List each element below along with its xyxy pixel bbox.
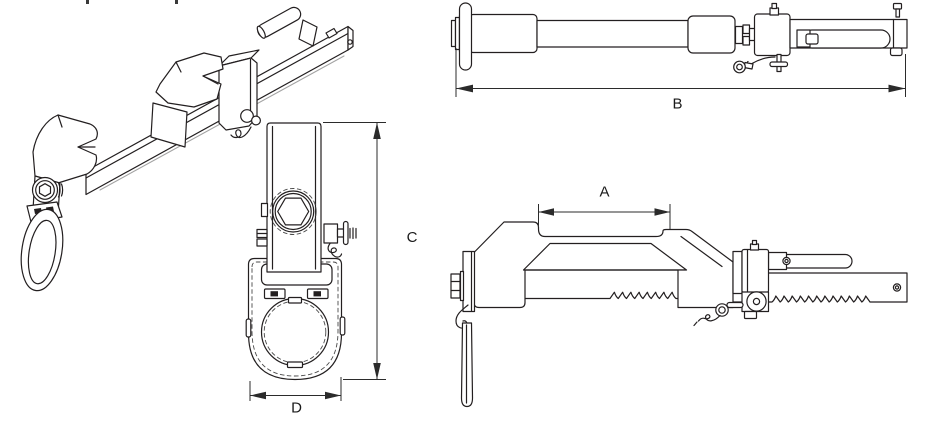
end-view: C D	[245, 122, 418, 417]
handle-rod	[256, 6, 338, 47]
adjuster-block	[741, 239, 770, 294]
ratchet-pawl	[741, 291, 770, 320]
side-view-drawing	[450, 221, 908, 408]
dimension-d: D	[249, 377, 342, 417]
beam-tube	[85, 25, 354, 196]
cropped-text-artifact	[86, 0, 178, 4]
dimension-b: B	[455, 48, 906, 113]
dimension-label-a: A	[599, 184, 609, 201]
dimension-a: A	[538, 184, 671, 229]
end-view-drawing	[245, 122, 357, 381]
hex-bolt	[31, 176, 64, 204]
wear-markers	[263, 288, 329, 300]
dimension-label-c: C	[407, 229, 418, 246]
hanging-pin	[455, 304, 474, 408]
isometric-view	[20, 6, 354, 292]
handle-rod-top	[796, 29, 891, 49]
dimension-c: C	[323, 122, 418, 380]
pawl-pin-lanyard	[693, 301, 744, 327]
ring-opening	[260, 296, 330, 369]
outer-tube	[469, 269, 698, 300]
adjustment-bolt	[323, 220, 357, 258]
dimension-label-b: B	[672, 96, 682, 113]
swivel-hex-bolt	[269, 188, 317, 235]
d-ring	[20, 201, 64, 292]
top-view: B	[450, 2, 908, 113]
sliding-jaw-assembly	[150, 49, 262, 148]
side-view: A	[450, 184, 908, 408]
dimension-label-d: D	[291, 400, 302, 417]
top-view-drawing	[450, 2, 908, 74]
edge-on-ring	[458, 2, 473, 71]
jaw-yoke	[473, 221, 734, 309]
release-pin-lanyard	[733, 53, 789, 74]
left-end-bolt	[450, 250, 476, 313]
handle-rod-side	[767, 251, 853, 271]
